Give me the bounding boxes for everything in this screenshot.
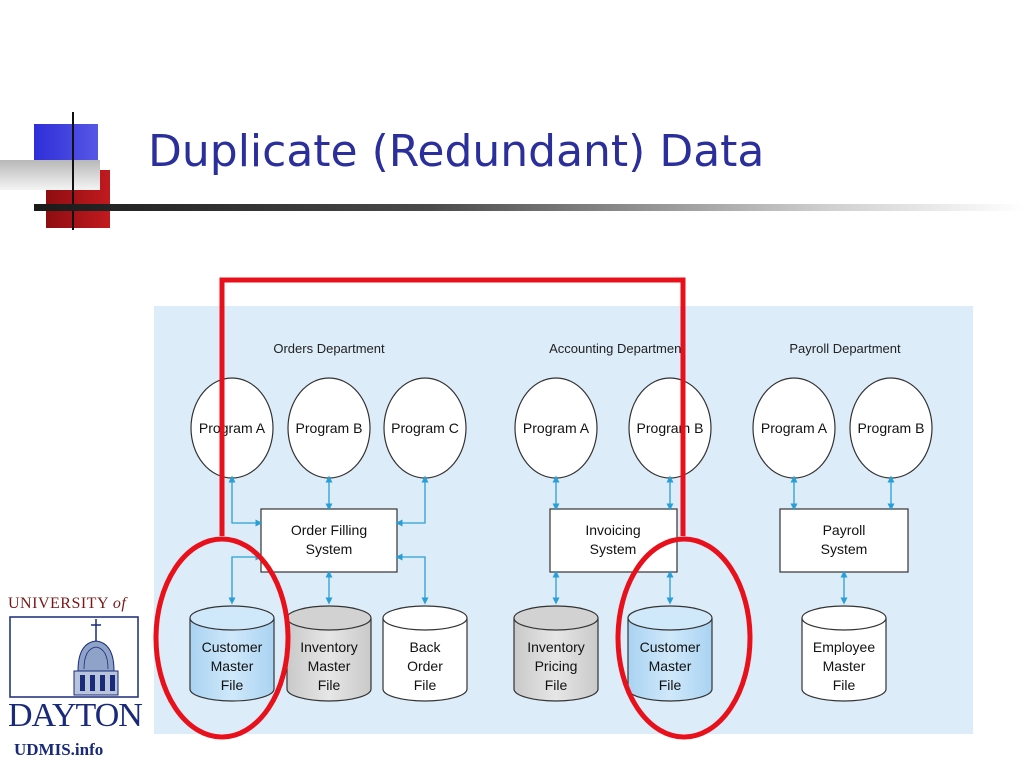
program-orders-b: Program B <box>287 377 371 479</box>
invoicing-system-box: Invoicing System <box>549 508 678 573</box>
svg-text:File: File <box>545 677 568 693</box>
title-accent-gray-bar <box>0 160 100 190</box>
svg-text:Master: Master <box>211 658 254 674</box>
program-accounting-b: Program B <box>628 377 712 479</box>
program-orders-c: Program C <box>383 377 467 479</box>
svg-text:System: System <box>306 541 353 557</box>
svg-text:Program B: Program B <box>637 420 704 436</box>
svg-text:File: File <box>221 677 244 693</box>
svg-text:Master: Master <box>823 658 866 674</box>
svg-text:Master: Master <box>308 658 351 674</box>
svg-text:Program B: Program B <box>858 420 925 436</box>
order-filling-system-box: Order Filling System <box>260 508 398 573</box>
slide-title: Duplicate (Redundant) Data <box>148 126 765 177</box>
svg-text:System: System <box>590 541 637 557</box>
svg-text:Customer: Customer <box>640 639 701 655</box>
svg-text:Order Filling: Order Filling <box>291 522 367 538</box>
program-accounting-a: Program A <box>514 377 598 479</box>
svg-text:Program B: Program B <box>296 420 363 436</box>
svg-text:Back: Back <box>409 639 441 655</box>
svg-text:File: File <box>659 677 682 693</box>
svg-text:Invoicing: Invoicing <box>585 522 640 538</box>
title-underline <box>34 204 1024 211</box>
file-employee-master: Employee Master File <box>801 605 887 702</box>
payroll-system-box: Payroll System <box>779 508 909 573</box>
program-payroll-b: Program B <box>849 377 933 479</box>
file-inventory-master: Inventory Master File <box>286 605 372 702</box>
logo-site-text: UDMIS.info <box>14 740 104 759</box>
svg-text:System: System <box>821 541 868 557</box>
highlight-circle-accounting-customer-file <box>615 536 753 740</box>
logo-dayton-text: DAYTON <box>8 697 143 734</box>
logo-university-text: UNIVERSITY of <box>8 595 127 612</box>
highlight-bracket <box>219 277 686 536</box>
svg-text:File: File <box>833 677 856 693</box>
svg-text:Program A: Program A <box>199 420 266 436</box>
svg-text:Employee: Employee <box>813 639 875 655</box>
title-accent-vertical-line <box>72 112 74 230</box>
accounting-department-label: Accounting Department <box>549 341 685 356</box>
svg-text:Master: Master <box>649 658 692 674</box>
svg-text:Program A: Program A <box>761 420 828 436</box>
program-payroll-a: Program A <box>752 377 836 479</box>
svg-text:Inventory: Inventory <box>527 639 585 655</box>
file-inventory-pricing: Inventory Pricing File <box>513 605 599 702</box>
svg-text:Order: Order <box>407 658 443 674</box>
file-customer-master-accounting: Customer Master File <box>627 605 713 702</box>
chapel-dome-icon <box>9 616 139 698</box>
highlight-circle-orders-customer-file <box>153 536 291 740</box>
svg-text:Program C: Program C <box>391 420 459 436</box>
university-logo: UNIVERSITY of DAYTON UDMIS.info <box>6 595 146 763</box>
program-orders-a: Program A <box>190 377 274 479</box>
file-back-order: Back Order File <box>382 605 468 702</box>
file-customer-master-orders: Customer Master File <box>189 605 275 702</box>
svg-text:File: File <box>414 677 437 693</box>
payroll-department-label: Payroll Department <box>789 341 901 356</box>
svg-text:Customer: Customer <box>202 639 263 655</box>
svg-text:Payroll: Payroll <box>823 522 866 538</box>
svg-text:Pricing: Pricing <box>535 658 578 674</box>
svg-text:File: File <box>318 677 341 693</box>
svg-text:Inventory: Inventory <box>300 639 358 655</box>
orders-department-label: Orders Department <box>273 341 385 356</box>
connector-arrows <box>228 475 895 605</box>
svg-text:Program A: Program A <box>523 420 590 436</box>
